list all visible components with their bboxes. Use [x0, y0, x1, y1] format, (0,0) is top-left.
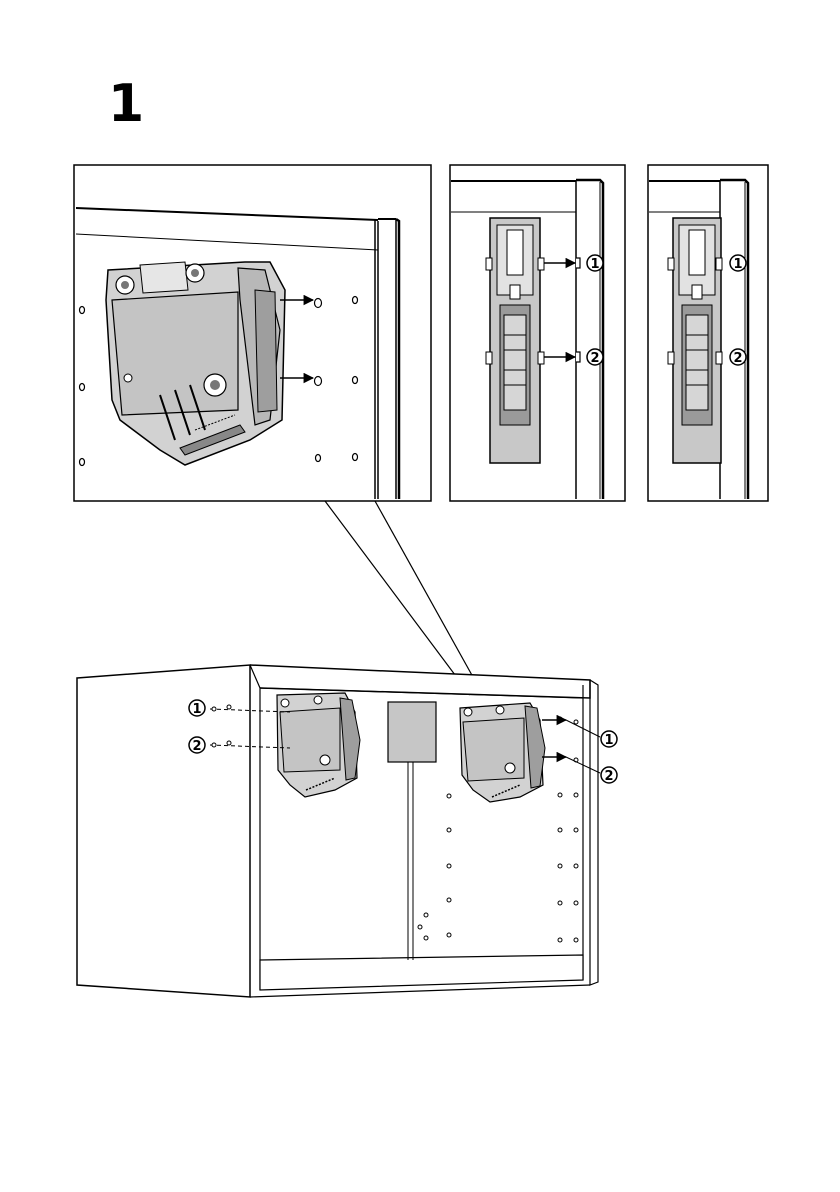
callout-2-side-1: 2	[587, 349, 603, 366]
callout-label-2: 2	[192, 739, 201, 754]
lift-mechanism-left	[277, 693, 360, 797]
callout-label-1: 1	[192, 702, 201, 717]
callout-label-2: 2	[604, 769, 613, 784]
detail-panel-side-1: 1 2	[450, 165, 625, 501]
lift-mechanism-side-2	[668, 218, 722, 463]
callout-2-cabinet-left: 2	[189, 737, 205, 754]
zoom-lines	[325, 501, 483, 695]
callout-label-2: 2	[733, 351, 742, 366]
callout-2-side-2: 2	[730, 349, 746, 366]
lift-mechanism-right	[460, 703, 545, 802]
callout-label-2: 2	[590, 351, 599, 366]
cabinet-overview: 1 2 1 2	[77, 665, 617, 997]
detail-panel-main	[74, 165, 431, 501]
callout-label-1: 1	[733, 257, 742, 272]
callout-1-cabinet-left: 1	[189, 700, 205, 717]
lift-mechanism-side-1	[486, 218, 544, 463]
callout-label-1: 1	[604, 733, 613, 748]
callout-1-cabinet-right: 1	[601, 731, 617, 748]
callout-label-1: 1	[590, 257, 599, 272]
callout-1-side-2: 1	[730, 255, 746, 272]
detail-panel-side-2: 1 2	[648, 165, 768, 501]
callout-1-side-1: 1	[587, 255, 603, 272]
callout-2-cabinet-right: 2	[601, 767, 617, 784]
